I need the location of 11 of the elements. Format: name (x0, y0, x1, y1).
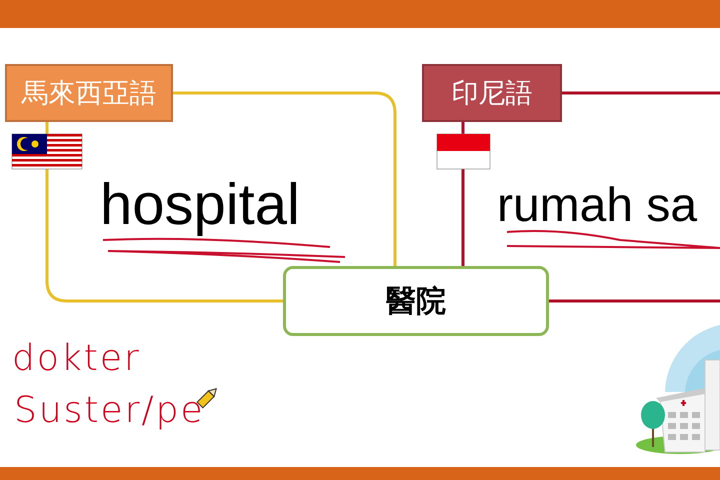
topic-box: 醫院 (283, 266, 549, 336)
connector-line (173, 92, 396, 266)
word-text: rumah sa (497, 172, 719, 238)
word-text: hospital (100, 165, 350, 243)
handwritten-note: Suster/pe (14, 390, 205, 431)
language-box: 馬來西亞語 (5, 64, 173, 122)
connector-line (549, 300, 720, 302)
handwritten-note: dokter (12, 338, 141, 379)
connector-line (46, 122, 283, 302)
connector-line (562, 92, 720, 94)
language-box: 印尼語 (422, 64, 562, 122)
